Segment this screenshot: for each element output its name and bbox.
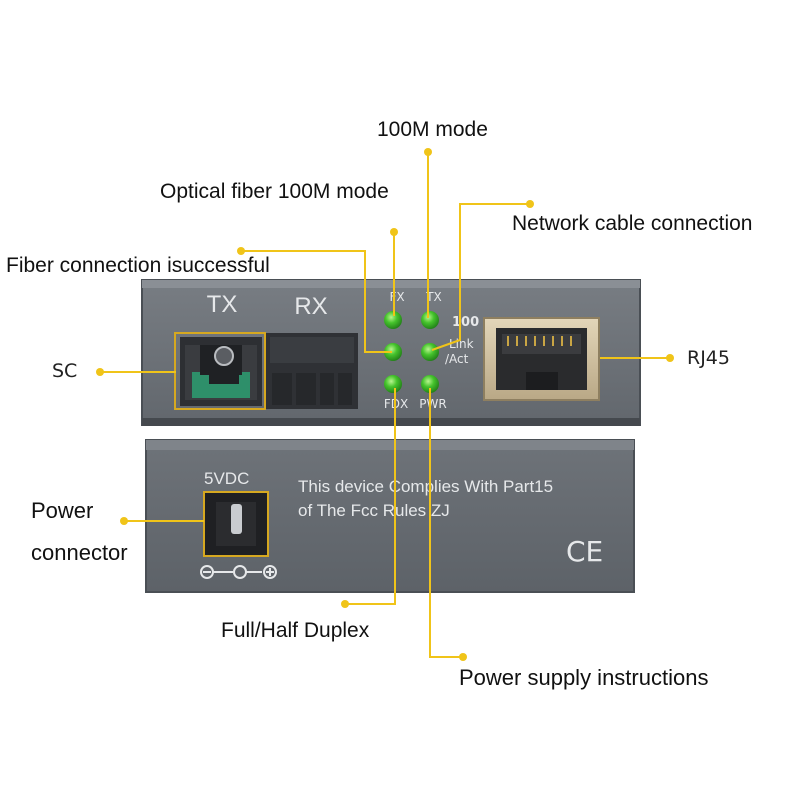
callout-network-cable: Network cable connection — [512, 212, 753, 235]
led-fx-label: FX — [389, 290, 404, 304]
callout-fiber-connection: Fiber connection isuccessful — [6, 254, 270, 277]
callout-optical-fiber-mode: Optical fiber 100M mode — [160, 180, 389, 203]
bottom-unit: 5VDC This device Complies With Part15 of… — [145, 439, 635, 593]
power-jack[interactable] — [203, 491, 269, 557]
rx-port[interactable] — [266, 333, 358, 409]
label-act: /Act — [445, 352, 469, 366]
port-rx-label: RX — [294, 293, 327, 320]
rj45-port[interactable] — [483, 317, 600, 401]
compliance-line-1: This device Complies With Part15 — [298, 477, 553, 496]
leader-lines — [100, 152, 670, 658]
callout-100m-mode: 100M mode — [377, 118, 488, 141]
led-pwr-indicator — [421, 375, 439, 393]
top-unit-rim — [142, 280, 640, 288]
led-fx-indicator — [384, 311, 402, 329]
polarity-symbol — [200, 565, 277, 579]
sc-port[interactable] — [174, 332, 266, 410]
port-tx-label: TX — [207, 291, 238, 318]
leader-duplex — [345, 388, 396, 605]
callout-power-connector-line-1: Power — [31, 498, 94, 523]
callout-rj45: RJ45 — [687, 347, 730, 369]
bottom-unit-rim — [146, 440, 634, 450]
callout-full-half-duplex: Full/Half Duplex — [221, 619, 370, 642]
leader-power-supply — [429, 388, 463, 658]
top-unit-base-shadow — [142, 418, 640, 426]
led-tx-label: TX — [425, 290, 442, 304]
leader-network-cable — [431, 203, 530, 351]
led-fiber-link-indicator — [384, 343, 402, 361]
compliance-line-2: of The Fcc Rules ZJ — [298, 501, 450, 520]
led-pwr-label: PWR — [419, 397, 446, 411]
top-unit: TX RX FX TX FDX PWR 100 Link /Act — [141, 279, 641, 426]
led-link-act-indicator — [421, 343, 439, 361]
led-tx-indicator — [421, 311, 439, 329]
leader-dots — [96, 148, 674, 661]
led-fdx-indicator — [384, 375, 402, 393]
ce-mark: CE — [566, 535, 603, 568]
power-label: 5VDC — [204, 469, 249, 488]
label-link: Link — [449, 337, 474, 351]
callout-sc: SC — [52, 360, 78, 382]
label-100: 100 — [452, 315, 479, 330]
leader-fiber-connection — [241, 250, 392, 353]
callout-power-connector-line-2: connector — [31, 540, 128, 565]
callout-power-supply: Power supply instructions — [459, 665, 709, 690]
